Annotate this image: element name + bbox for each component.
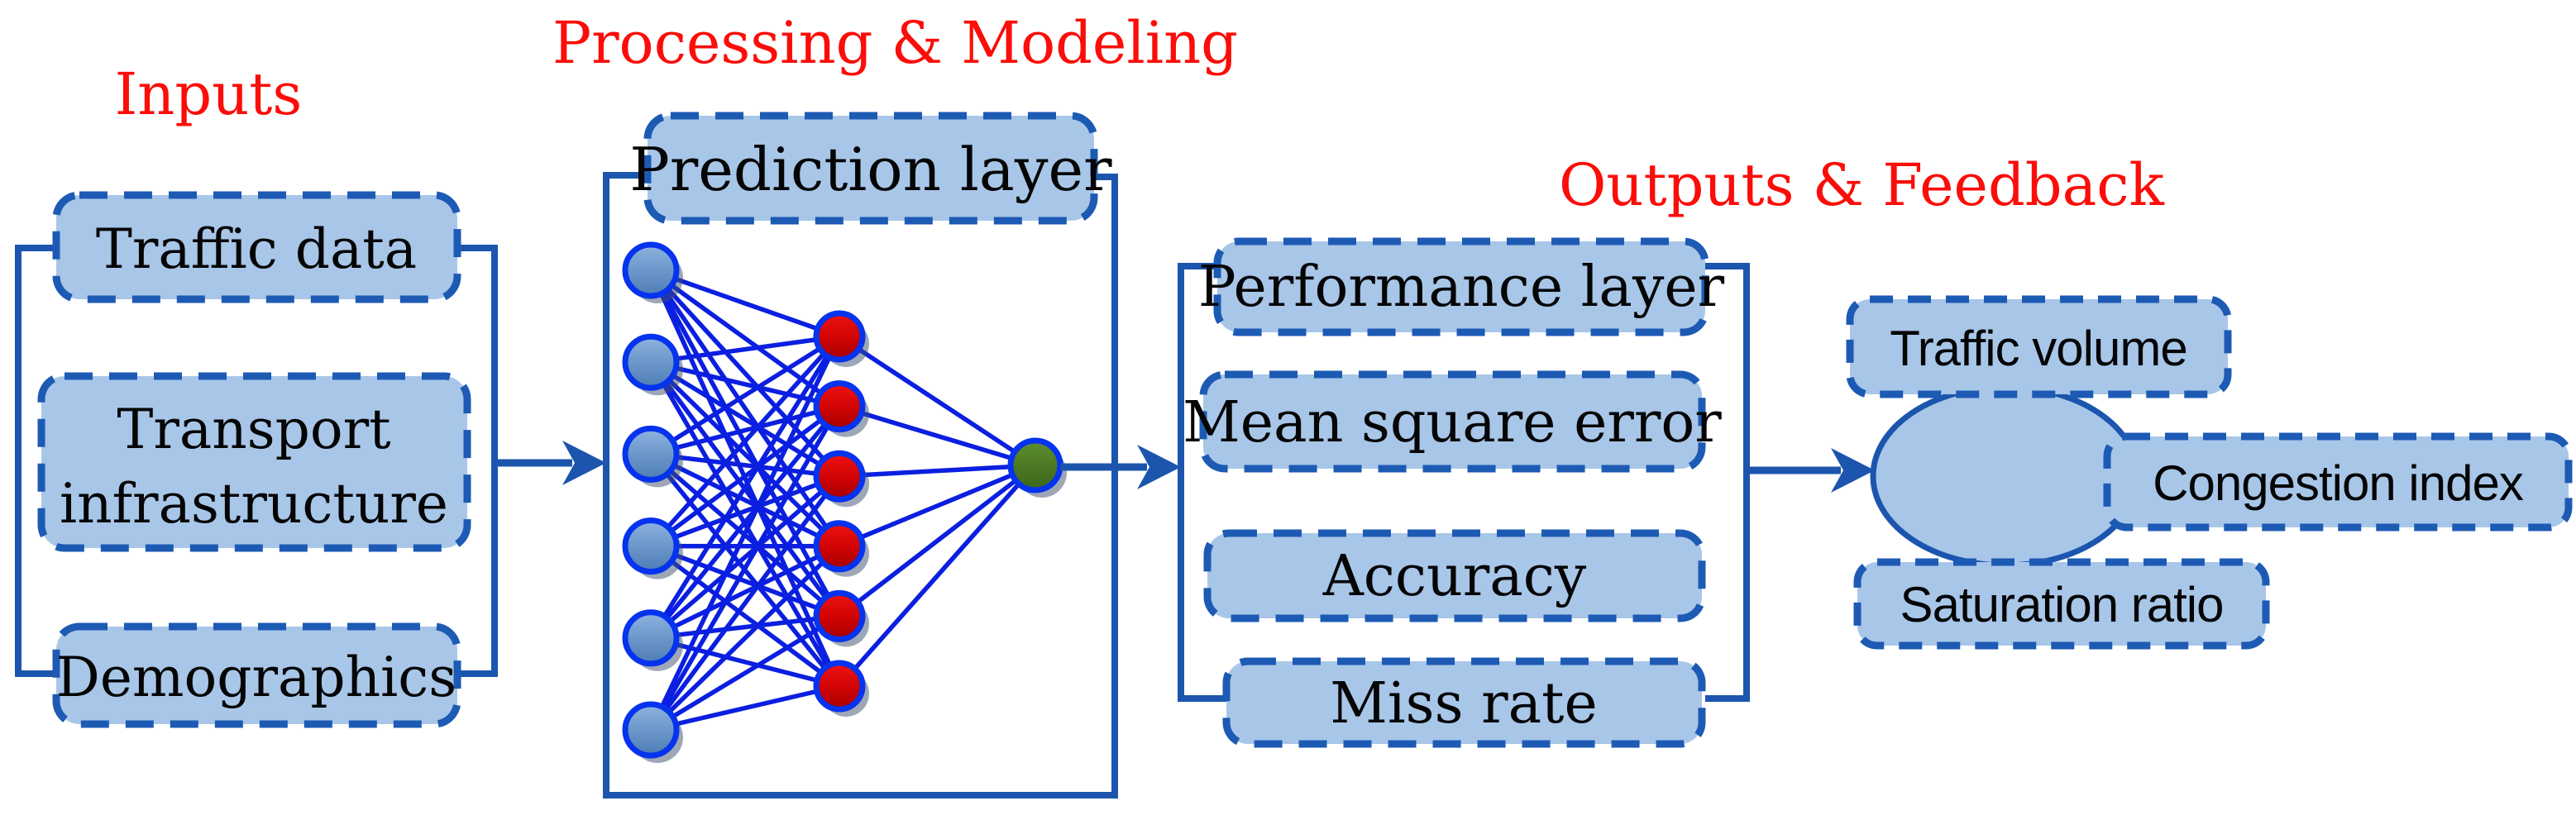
accuracy-box [1203,529,1706,622]
traffic-data-box [52,191,461,303]
traffic-volume-label: Traffic volume [1890,321,2186,376]
miss-rate-label: Miss rate [1330,671,1597,737]
inputs-heading: Inputs [115,60,303,128]
prediction-layer-box [643,112,1098,225]
hidden-node [813,520,866,573]
output-node [1007,437,1063,493]
traffic-volume-box [1846,295,2232,398]
input-node [622,333,680,391]
outputs-bracket-right [1705,263,1750,702]
input-node [622,241,680,299]
outputs-heading: Outputs & Feedback [1559,151,2165,219]
feedback-hub-ellipse [1870,384,2141,569]
arrow-head-icon [562,441,606,485]
outputs-bracket-left [1178,263,1226,702]
outputs-to-feedback-arrow [1747,448,1875,493]
performance-layer-box [1213,237,1709,336]
demographics-box [52,622,461,728]
input-node [622,701,680,759]
congestion-index-box [2103,432,2573,532]
processing-to-outputs-arrow [1060,445,1181,489]
transport-infrastructure-label-line2: infrastructure [60,472,448,536]
hidden-node [813,660,866,713]
transport-infrastructure-box [37,372,471,552]
mean-square-error-box [1199,370,1706,473]
congestion-index-label: Congestion index [2153,455,2524,511]
demographics-label: Demographics [56,646,456,709]
miss-rate-box [1222,657,1706,748]
saturation-ratio-label: Saturation ratio [1900,577,2224,632]
mean-square-error-label: Mean square error [1183,390,1722,455]
inputs-to-processing-arrow [495,441,606,485]
arrow-head-icon [1137,445,1181,489]
hidden-node [813,380,866,433]
arrow-head-icon [1831,448,1875,493]
input-node [622,425,680,483]
input-node [622,609,680,667]
neural-network [622,241,1067,763]
hidden-node [813,450,866,503]
input-node [622,517,680,575]
saturation-ratio-box [1853,558,2270,650]
inputs-bracket-left [15,245,56,677]
network-enclosure [603,172,1118,799]
network-links [648,268,1038,732]
hidden-node [813,310,866,363]
performance-layer-label: Performance layer [1198,255,1725,320]
prediction-layer-label: Prediction layer [629,135,1112,204]
accuracy-label: Accuracy [1322,544,1587,609]
hidden-node [813,589,866,642]
traffic-data-label: Traffic data [96,217,417,281]
network-nodes [622,241,1067,763]
processing-heading: Processing & Modeling [552,9,1238,77]
transport-infrastructure-label-line1: Transport [117,398,390,461]
